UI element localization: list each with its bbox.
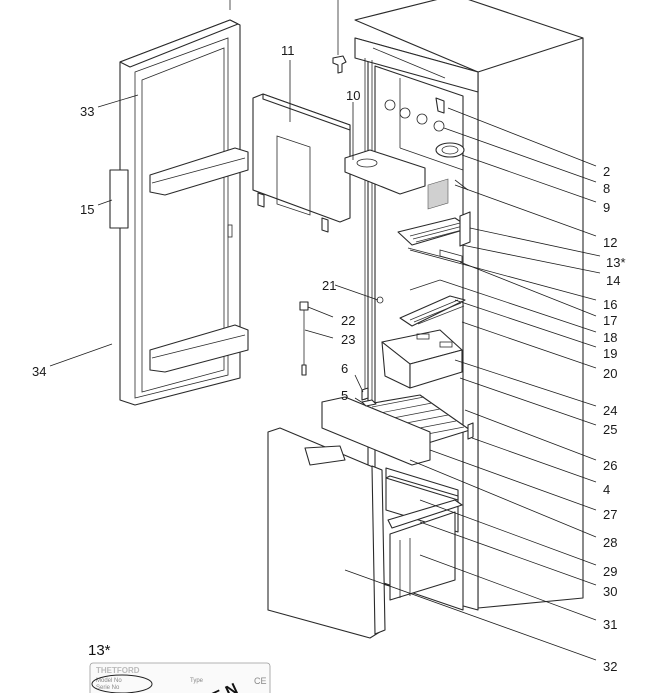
plate-model-label: Model No	[96, 678, 122, 684]
plate-ce-mark: CE	[254, 676, 267, 686]
callout-2: 2	[603, 164, 610, 179]
part-22-holder	[299, 301, 309, 311]
callout-11: 11	[281, 43, 295, 58]
callout-20: 20	[603, 366, 617, 381]
shelf-lower	[321, 394, 474, 466]
callout-23: 23	[341, 332, 355, 347]
plate-brand: THETFORD	[96, 666, 140, 675]
part-15-hinge	[109, 169, 129, 229]
part-6-pin	[361, 387, 369, 401]
callout-4: 4	[603, 482, 610, 497]
rod	[361, 58, 384, 407]
callout-30: 30	[603, 584, 617, 599]
rating-plate	[89, 662, 271, 693]
callout-32: 32	[603, 659, 617, 674]
callout-21: 21	[322, 278, 336, 293]
callout-19: 19	[603, 346, 617, 361]
part-30-slide	[387, 499, 463, 529]
freezer-door	[252, 93, 351, 233]
plate-type: Type	[190, 678, 204, 684]
part-12-panel	[427, 178, 449, 210]
callout-10: 10	[346, 88, 360, 103]
callout-9: 9	[603, 200, 610, 215]
callout-26: 26	[603, 458, 617, 473]
highlight-ellipse	[91, 674, 153, 693]
top-screw	[332, 0, 347, 74]
part-13-bracket	[459, 211, 471, 247]
callout-6: 6	[341, 361, 348, 376]
part-1-clip	[332, 55, 347, 74]
callout-leaders	[49, 60, 601, 661]
callout-33: 33	[80, 104, 94, 119]
callout-29: 29	[603, 564, 617, 579]
callout-5: 5	[341, 388, 348, 403]
part-5-washer	[361, 399, 377, 407]
callout-18: 18	[603, 330, 617, 345]
part-23-probe	[301, 364, 307, 376]
callout-31: 31	[603, 617, 617, 632]
inset-title: 13*	[88, 642, 111, 659]
part-9-fan	[435, 142, 465, 158]
plate-serial-label: Serie No	[96, 685, 120, 691]
callout-22: 22	[341, 313, 355, 328]
callout-34: 34	[32, 364, 46, 379]
part-2-clip	[435, 97, 445, 114]
callout-12: 12	[603, 235, 617, 250]
part-27-rail	[321, 396, 431, 466]
callout-28: 28	[603, 535, 617, 550]
callout-13: 13*	[606, 255, 626, 270]
callout-27: 27	[603, 507, 617, 522]
callout-15: 15	[80, 202, 94, 217]
part-4-hinge	[467, 422, 474, 440]
fan-bracket	[344, 149, 426, 195]
thermostat-sensor	[299, 301, 309, 376]
callout-labels: 2 4 5 6 8 9 10 11 12 13* 14 15 16 17 18 …	[32, 43, 626, 674]
callout-17: 17	[603, 313, 617, 328]
main-door	[109, 0, 249, 406]
callout-8: 8	[603, 181, 610, 196]
callout-25: 25	[603, 422, 617, 437]
inset-rating-plate: 13* THETFORD Model No Serie No Type CE E…	[88, 642, 271, 693]
callout-14: 14	[606, 273, 620, 288]
callout-16: 16	[603, 297, 617, 312]
shelf-middle	[399, 279, 466, 327]
callout-24: 24	[603, 403, 617, 418]
crisper-box	[381, 329, 463, 389]
